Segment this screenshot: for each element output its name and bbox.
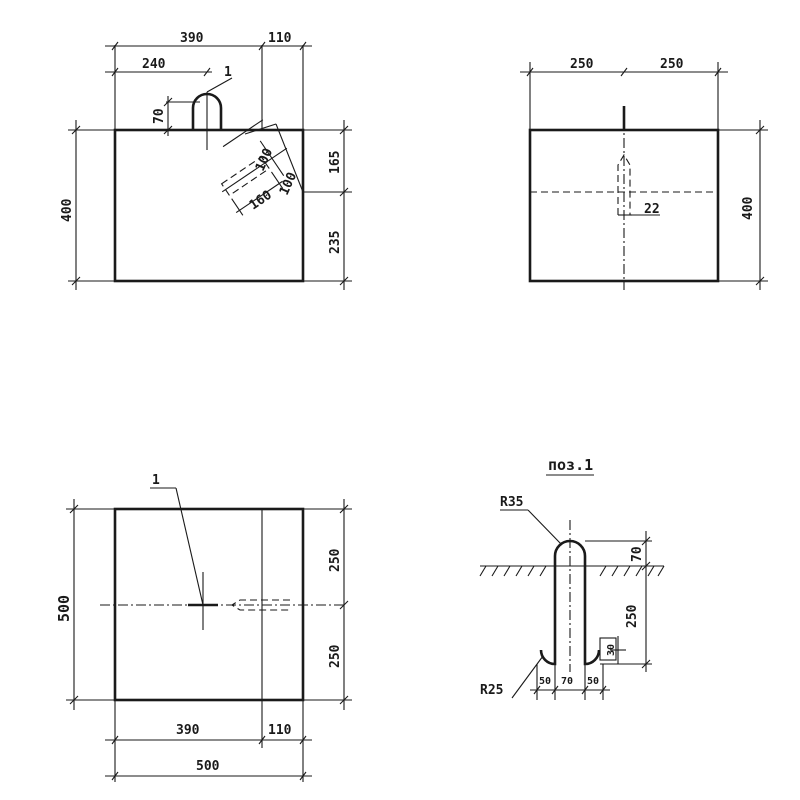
tick <box>339 187 349 197</box>
tick <box>258 735 266 745</box>
tick <box>111 735 119 745</box>
detail-view: поз.1 R35 R25 70 250 <box>479 456 665 700</box>
front-slot-edge <box>244 123 277 135</box>
tick <box>533 685 541 695</box>
tick <box>641 536 651 546</box>
detail-r35: R35 <box>500 495 523 510</box>
front-dim-100a: 100 <box>253 146 276 174</box>
tick <box>71 276 81 286</box>
tick <box>339 125 349 135</box>
detail-dim-70: 70 <box>630 546 645 562</box>
plan-dim-110: 110 <box>268 723 292 738</box>
detail-title: поз.1 <box>548 456 593 474</box>
tick <box>69 504 79 514</box>
tick <box>299 41 307 51</box>
tick <box>755 276 765 286</box>
detail-hook-box <box>599 637 617 661</box>
tick <box>203 67 211 77</box>
plan-dim-500-total: 500 <box>196 759 220 774</box>
front-block-outline <box>113 128 305 283</box>
plan-callout-number: 1 <box>152 473 160 488</box>
tick <box>339 504 349 514</box>
detail-dim-50-right: 50 <box>587 676 599 687</box>
tick <box>641 659 651 669</box>
front-dim-390: 390 <box>180 31 204 46</box>
front-dim-160: 160 <box>247 188 275 214</box>
tick <box>641 561 651 571</box>
plan-dim-250-upper: 250 <box>328 548 343 572</box>
front-inclined-slot <box>220 119 288 216</box>
plan-dim-250-lower: 250 <box>328 644 343 668</box>
tick <box>69 695 79 705</box>
tick <box>581 685 589 695</box>
tick <box>299 771 307 781</box>
tick <box>339 600 349 610</box>
front-slot-ext-a <box>231 198 244 216</box>
tick <box>111 67 119 77</box>
tick <box>755 125 765 135</box>
side-dim-400: 400 <box>741 196 756 220</box>
detail-r25: R25 <box>480 683 503 698</box>
detail-ground-hatch <box>479 565 665 577</box>
front-callout-leader <box>206 77 233 93</box>
tick <box>111 41 119 51</box>
front-slot-axis <box>221 147 288 193</box>
detail-r25-leader <box>511 655 544 699</box>
front-dim-110: 110 <box>268 31 292 46</box>
tick <box>714 67 722 77</box>
detail-r35-leader <box>527 509 563 546</box>
front-slot-dim-160 <box>235 180 283 214</box>
tick <box>163 125 173 135</box>
front-dim-70: 70 <box>152 108 167 124</box>
plan-dim-500-side: 500 <box>55 595 73 622</box>
plan-hidden-pipe <box>230 599 290 611</box>
detail-dim-50-left: 50 <box>539 676 551 687</box>
front-view: 1 390 110 240 70 400 <box>60 31 352 290</box>
tick <box>163 97 173 107</box>
front-slot-ext-b <box>271 171 284 189</box>
front-chamfer-line <box>275 123 304 193</box>
tick <box>526 67 534 77</box>
side-hidden-pipe <box>617 153 631 215</box>
tick <box>551 685 559 695</box>
front-dim-165: 165 <box>328 151 343 174</box>
plan-view: 1 500 250 250 390 110 500 <box>55 473 352 782</box>
front-dim-100b: 100 <box>277 170 300 198</box>
front-slot-dim-100b <box>259 140 285 177</box>
tick <box>339 695 349 705</box>
front-callout-number: 1 <box>224 65 232 80</box>
detail-dim-70-base: 70 <box>561 676 573 687</box>
side-view: 22 250 250 400 <box>520 57 768 290</box>
tick <box>71 125 81 135</box>
tick <box>339 276 349 286</box>
front-dim-240: 240 <box>142 57 166 72</box>
tick <box>299 735 307 745</box>
detail-dim-30: 30 <box>606 644 617 656</box>
plan-dim-390: 390 <box>176 723 200 738</box>
tick <box>620 67 628 77</box>
side-dim-250-left: 250 <box>570 57 594 72</box>
front-dim-400: 400 <box>60 198 75 222</box>
plan-callout-leader <box>175 487 204 606</box>
front-slot-dim-100a <box>222 119 264 148</box>
tick <box>111 771 119 781</box>
front-dim-235: 235 <box>328 231 343 254</box>
detail-dim-250: 250 <box>625 604 640 628</box>
tick <box>599 685 607 695</box>
tick <box>258 41 266 51</box>
side-dim-250-right: 250 <box>660 57 684 72</box>
side-dim-22: 22 <box>644 202 660 217</box>
